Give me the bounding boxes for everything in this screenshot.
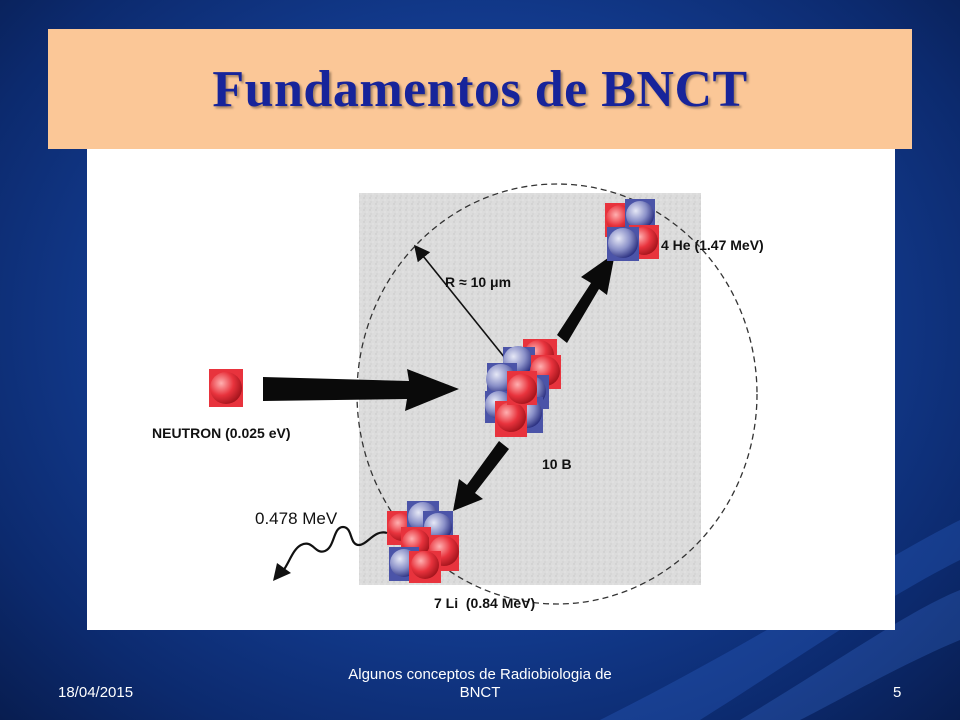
radius-arrow <box>413 244 510 364</box>
helium-arrow <box>557 253 615 343</box>
lithium-label: 7 Li (0.84 MeV) <box>434 595 536 611</box>
title-banner: Fundamentos de BNCT <box>48 29 912 149</box>
bnct-diagram: 4 He (1.47 MeV) R ≈ 10 μm NEUTRON (0.025… <box>87 149 895 630</box>
helium-nucleus <box>605 199 659 261</box>
bnct-diagram-svg <box>209 183 758 605</box>
helium-label: 4 He (1.47 MeV) <box>661 237 764 253</box>
footer-date: 18/04/2015 <box>58 684 134 701</box>
lithium-arrow <box>453 441 509 511</box>
radius-label: R ≈ 10 μm <box>445 274 512 290</box>
lithium-nucleus <box>387 501 459 583</box>
slide-title: Fundamentos de BNCT <box>212 60 748 118</box>
boron-nucleus <box>485 339 561 437</box>
neutron-label: NEUTRON (0.025 eV) <box>152 425 291 441</box>
neutron-arrow <box>263 369 459 411</box>
footer-subtitle: Algunos conceptos de Radiobiologia de BN… <box>348 666 612 701</box>
gamma-arrowhead <box>273 563 291 581</box>
gamma-label: 0.478 MeV <box>255 509 338 528</box>
neutron-particle <box>209 369 243 407</box>
boron-label: 10 B <box>542 456 572 472</box>
page-number: 5 <box>893 684 902 701</box>
gamma-wave <box>282 525 388 572</box>
